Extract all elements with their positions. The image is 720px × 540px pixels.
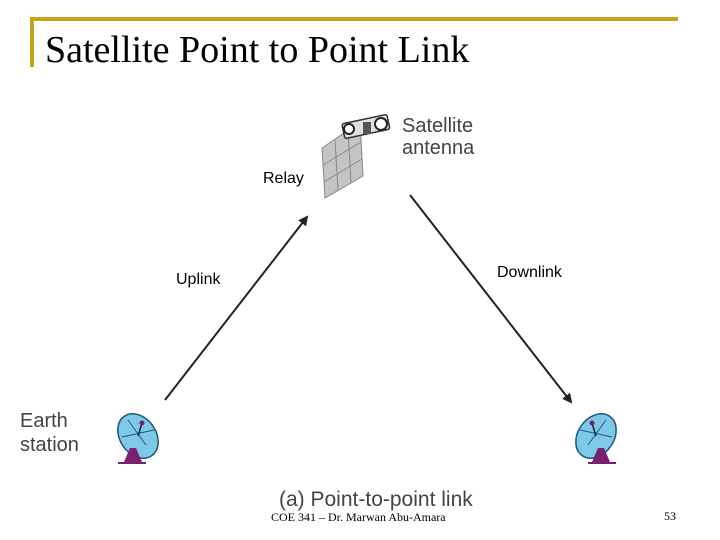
satellite-icon [321, 114, 391, 199]
earth-station-label: Earth station [20, 409, 79, 457]
title-accent-line-left [30, 17, 34, 67]
relay-label: Relay [263, 170, 304, 187]
satellite-label-line2: antenna [402, 137, 475, 159]
uplink-arrow [164, 215, 309, 401]
title-accent-line-top [30, 17, 678, 21]
earth-label-line2: station [20, 434, 79, 456]
slide-footer: COE 341 – Dr. Marwan Abu-Amara [271, 510, 446, 524]
downlink-label: Downlink [497, 264, 562, 281]
page-number: 53 [664, 509, 676, 523]
receiving-dish-icon [575, 413, 617, 464]
satellite-label-line1: Satellite [402, 115, 474, 137]
downlink-arrow [409, 194, 573, 404]
earth-station-dish-icon [117, 413, 159, 464]
slide-title: Satellite Point to Point Link [45, 29, 470, 71]
earth-label-line1: Earth [20, 410, 68, 432]
satellite-antenna-label: Satellite antenna [402, 115, 474, 159]
uplink-label: Uplink [176, 271, 221, 288]
figure-caption: (a) Point-to-point link [279, 488, 473, 511]
